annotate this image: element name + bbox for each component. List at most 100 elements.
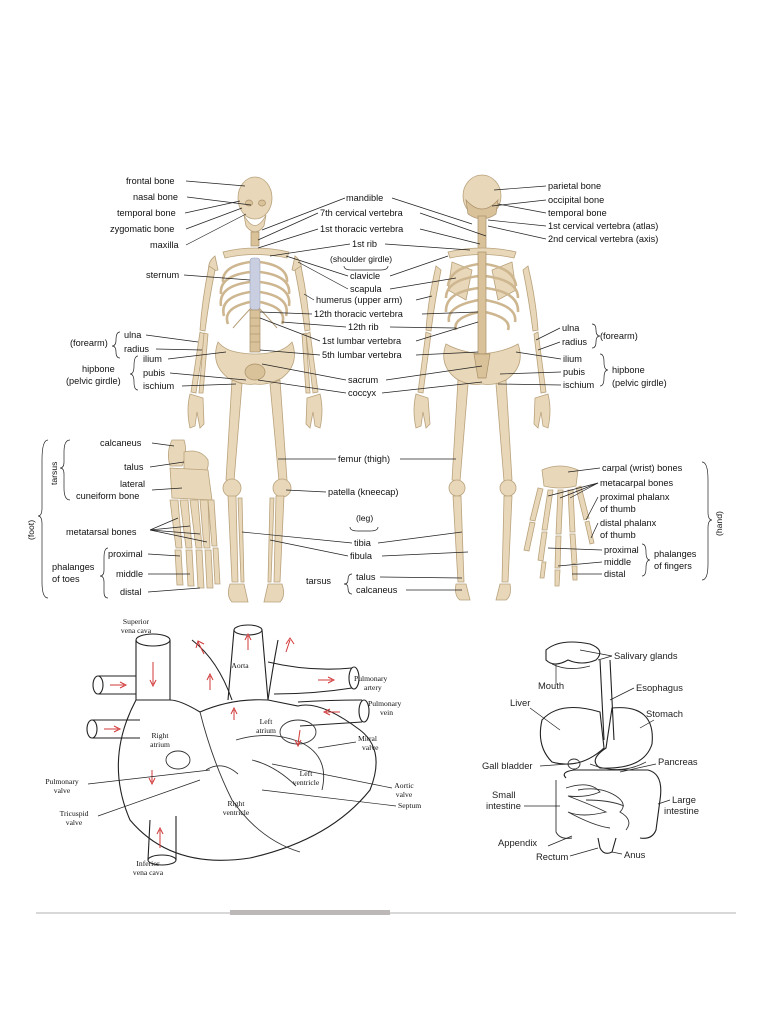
label-proximal-toes: proximal [108, 549, 143, 559]
label-middle-fingers: middle [604, 557, 631, 567]
label-temporal-bone-back: temporal bone [548, 208, 607, 218]
label-pelvic-girdle-left: (pelvic girdle) [66, 376, 121, 386]
label-large-intestine-2: intestine [664, 805, 699, 816]
label-distal-fingers: distal [604, 569, 625, 579]
label-small-intestine-2: intestine [486, 800, 521, 811]
label-anus: Anus [624, 849, 646, 860]
label-of-toes: of toes [52, 574, 80, 584]
label-radius-right: radius [562, 337, 587, 347]
label-atlas: 1st cervical vertebra (atlas) [548, 221, 658, 231]
label-tricuspid-valve-1: Tricuspid [60, 809, 89, 818]
heart-diagram: Superior vena cava Aorta Pulmonary arter… [45, 617, 421, 877]
label-superior-vena-cava-1: Superior [123, 617, 150, 626]
label-shoulder-girdle: (shoulder girdle) [330, 254, 392, 264]
label-axis: 2nd cervical vertebra (axis) [548, 234, 658, 244]
label-phalanges-fingers: phalanges [654, 549, 697, 559]
label-clavicle: clavicle [350, 271, 380, 281]
label-inferior-vena-cava-2: vena cava [133, 868, 164, 877]
label-pulmonary-valve-1: Pulmonary [45, 777, 79, 786]
label-tarsus-foot: tarsus [49, 462, 59, 485]
label-pubis-right: pubis [563, 367, 585, 377]
label-calcaneus-foot: calcaneus [100, 438, 142, 448]
digestive-diagram: Salivary glands Mouth Esophagus Liver St… [482, 642, 699, 862]
label-stomach: Stomach [646, 708, 683, 719]
label-small-intestine-1: Small [492, 789, 515, 800]
label-frontal-bone: frontal bone [126, 176, 175, 186]
label-right-atrium-1: Right [152, 731, 170, 740]
label-1st-lumbar: 1st lumbar vertebra [322, 336, 402, 346]
label-12th-rib: 12th rib [348, 322, 379, 332]
label-pancreas: Pancreas [658, 756, 698, 767]
label-aorta: Aorta [231, 661, 249, 670]
label-leg: (leg) [356, 513, 373, 523]
label-pulmonary-artery-2: artery [364, 683, 382, 692]
label-distal-phalanx: distal phalanx [600, 518, 657, 528]
label-of-thumb-2: of thumb [600, 530, 636, 540]
label-pulmonary-vein-1: Pulmonary [368, 699, 402, 708]
label-gall-bladder: Gall bladder [482, 760, 533, 771]
label-talus-center: talus [356, 572, 376, 582]
label-mouth: Mouth [538, 680, 564, 691]
label-sacrum: sacrum [348, 375, 378, 385]
label-patella: patella (kneecap) [328, 487, 398, 497]
label-foot: (foot) [26, 520, 36, 540]
label-pulmonary-valve-2: valve [54, 786, 71, 795]
label-large-intestine-1: Large [672, 794, 696, 805]
label-proximal-fingers: proximal [604, 545, 639, 555]
label-pulmonary-vein-2: vein [380, 708, 393, 717]
label-right-atrium-2: atrium [150, 740, 170, 749]
label-coccyx: coccyx [348, 388, 376, 398]
label-metacarpal: metacarpal bones [600, 478, 673, 488]
label-appendix: Appendix [498, 837, 537, 848]
hand-bones [524, 466, 594, 586]
label-1st-rib: 1st rib [352, 239, 377, 249]
label-radius-left: radius [124, 344, 149, 354]
label-zygomatic-bone: zygomatic bone [110, 224, 174, 234]
label-cuneiform: cuneiform bone [76, 491, 139, 501]
label-mitral-valve-1: Mitral [358, 734, 377, 743]
label-forearm-left: (forearm) [70, 338, 108, 348]
label-pubis-left: pubis [143, 368, 165, 378]
label-scapula: scapula [350, 284, 383, 294]
label-septum: Septum [398, 801, 421, 810]
label-fibula: fibula [350, 551, 373, 561]
label-ischium-right: ischium [563, 380, 594, 390]
label-12th-thoracic: 12th thoracic vertebra [314, 309, 404, 319]
label-phalanges-toes: phalanges [52, 562, 95, 572]
label-pulmonary-artery-1: Pulmonary [354, 674, 388, 683]
label-1st-thoracic: 1st thoracic vertebra [320, 224, 404, 234]
label-left-atrium-1: Left [260, 717, 274, 726]
label-distal-toes: distal [120, 587, 141, 597]
label-ulna-left: ulna [124, 330, 142, 340]
label-lateral: lateral [120, 479, 145, 489]
label-humerus: humerus (upper arm) [316, 295, 402, 305]
label-aortic-valve-2: valve [396, 790, 413, 799]
label-metatarsal: metatarsal bones [66, 527, 137, 537]
label-left-ventricle-2: ventricle [293, 778, 320, 787]
label-hipbone-left: hipbone [82, 364, 115, 374]
label-ischium-left: ischium [143, 381, 174, 391]
label-of-thumb-1: of thumb [600, 504, 636, 514]
label-parietal-bone: parietal bone [548, 181, 601, 191]
label-7th-cervical: 7th cervical vertebra [320, 208, 404, 218]
label-tricuspid-valve-2: valve [66, 818, 83, 827]
label-ilium-right: ilium [563, 354, 582, 364]
label-middle-toes: middle [116, 569, 143, 579]
label-hand: (hand) [714, 511, 724, 536]
label-mandible: mandible [346, 193, 383, 203]
label-hipbone-right: hipbone [612, 365, 645, 375]
label-femur: femur (thigh) [338, 454, 390, 464]
label-ulna-right: ulna [562, 323, 580, 333]
label-of-fingers: of fingers [654, 561, 692, 571]
label-tibia: tibia [354, 538, 372, 548]
label-carpal: carpal (wrist) bones [602, 463, 683, 473]
label-right-ventricle-1: Right [228, 799, 246, 808]
label-inferior-vena-cava-1: Inferior [136, 859, 160, 868]
label-nasal-bone: nasal bone [133, 192, 178, 202]
label-left-atrium-2: atrium [256, 726, 276, 735]
label-salivary-glands: Salivary glands [614, 650, 678, 661]
label-temporal-bone: temporal bone [117, 208, 176, 218]
label-occipital-bone: occipital bone [548, 195, 604, 205]
